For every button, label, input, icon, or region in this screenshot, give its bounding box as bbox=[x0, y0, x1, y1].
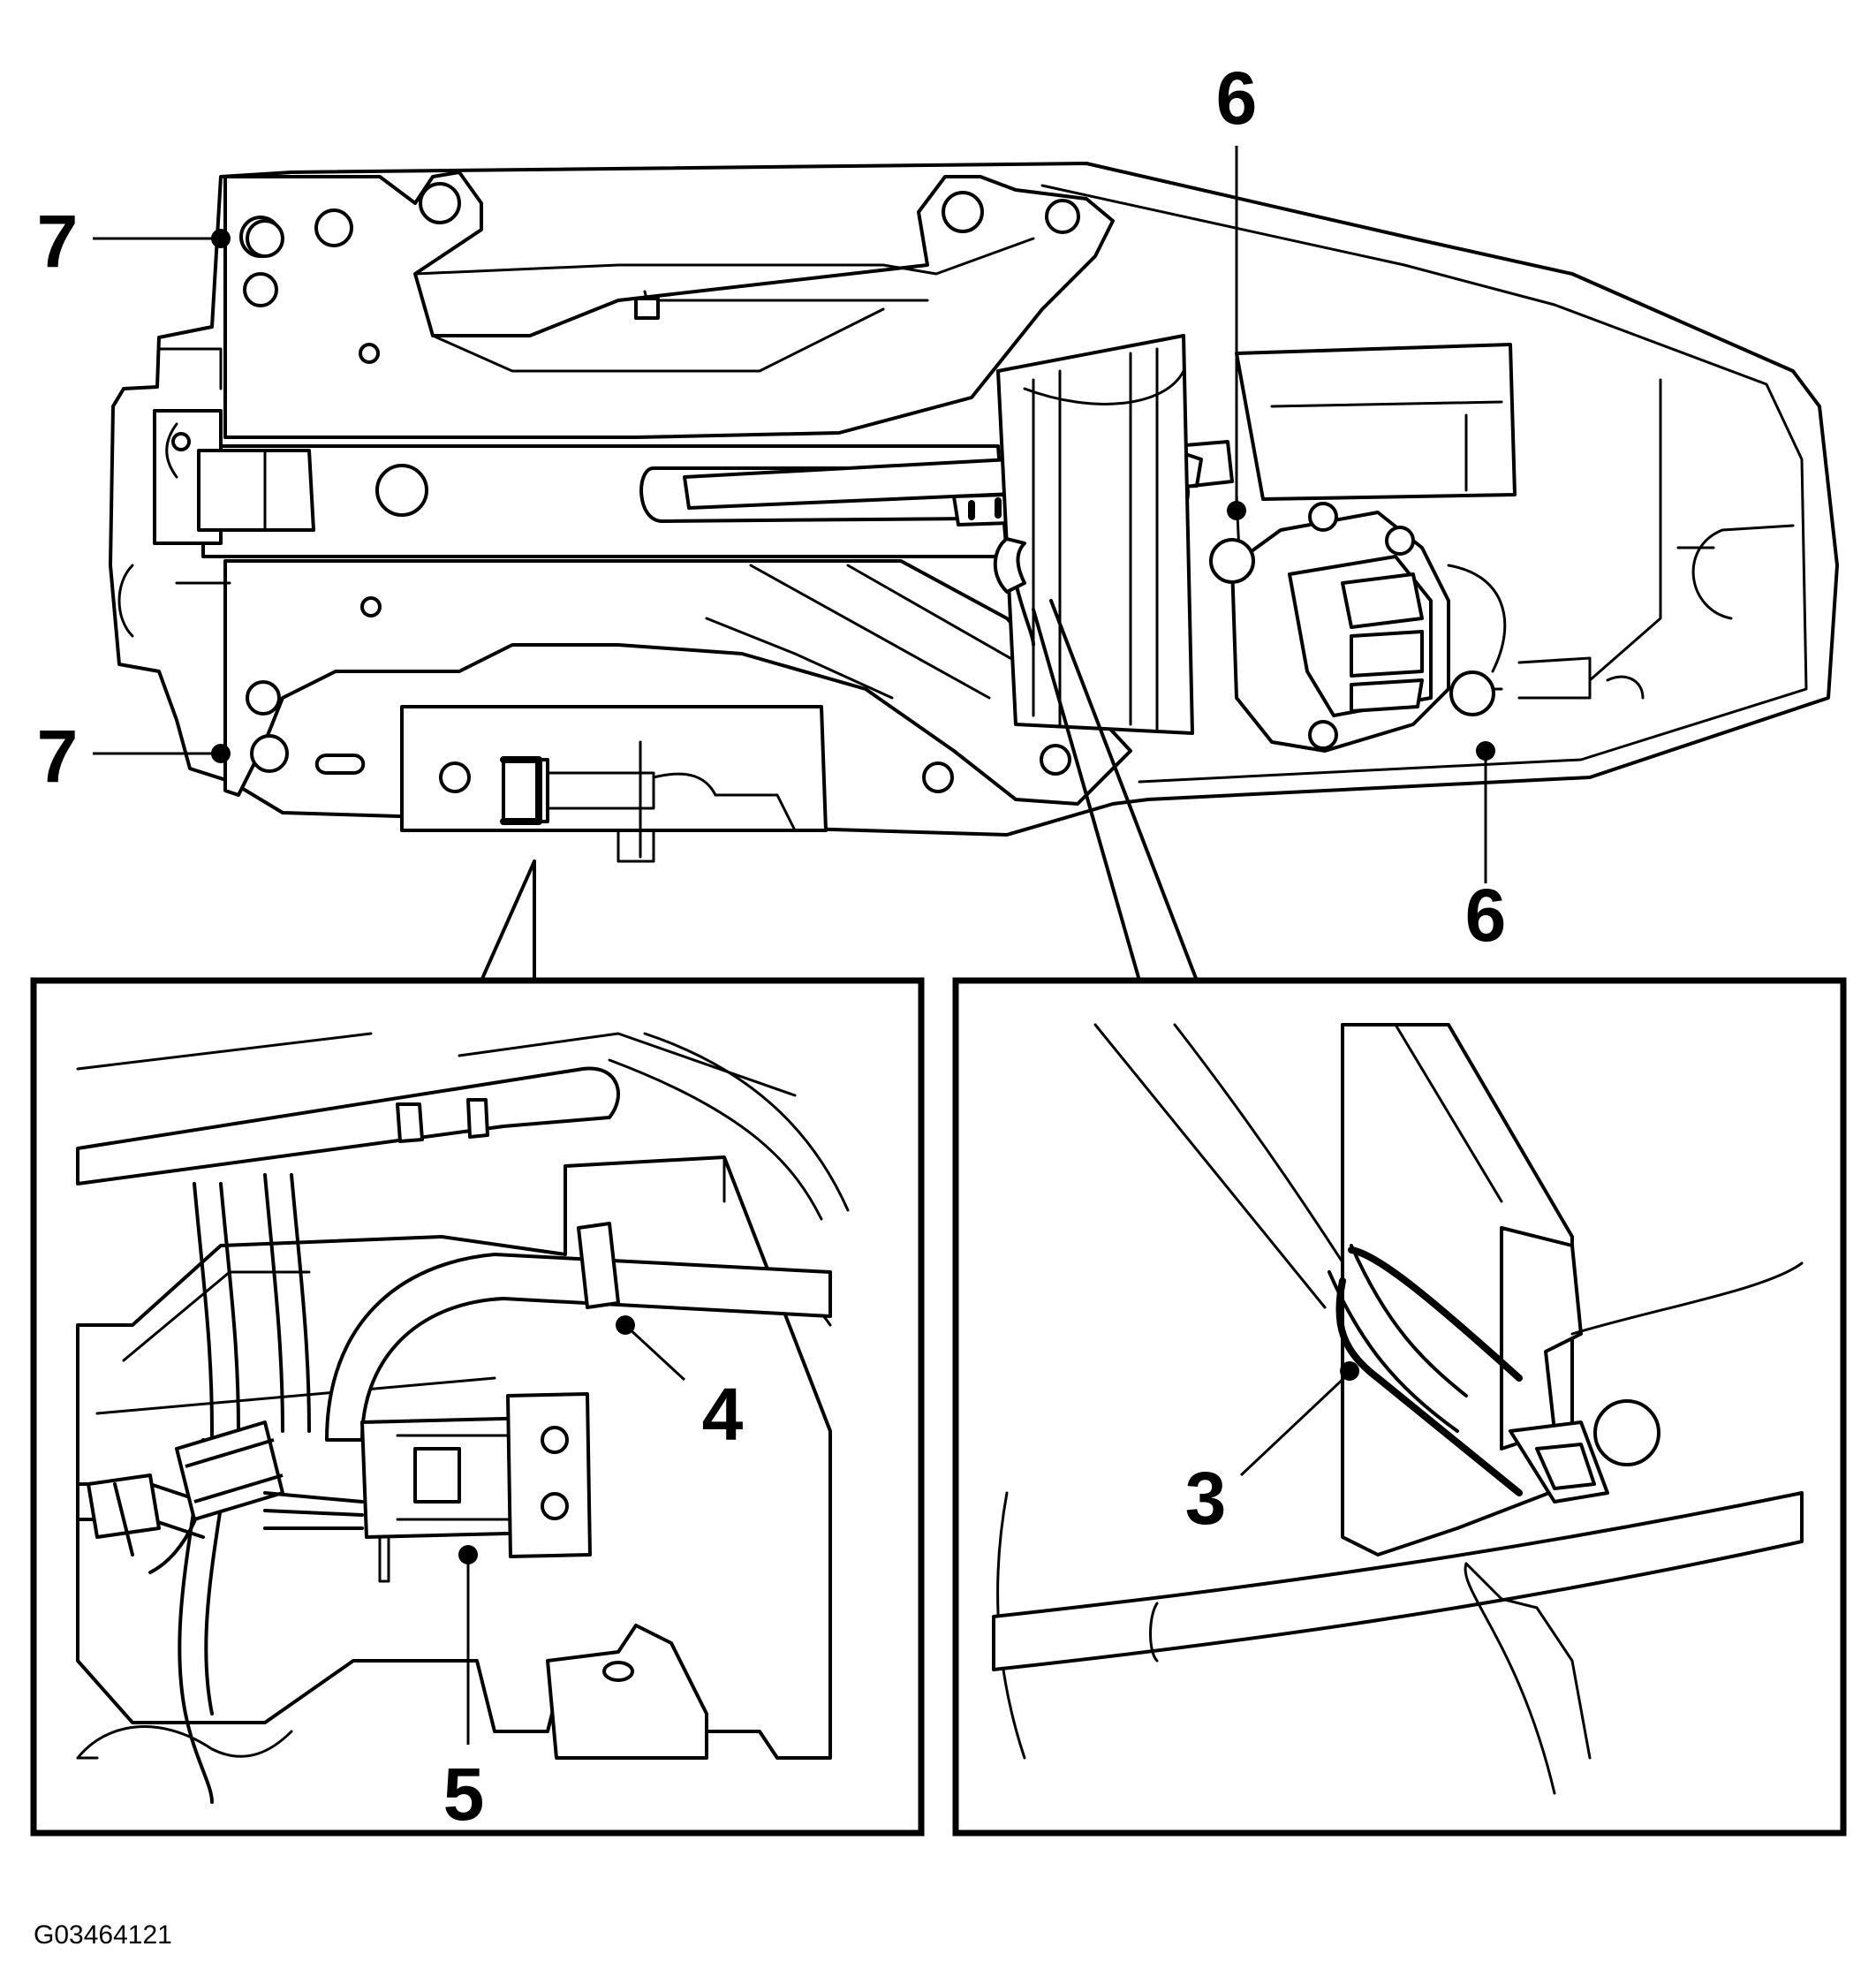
callout-5: 5 bbox=[443, 1753, 485, 1836]
harness-clip-3 bbox=[1335, 1277, 1523, 1496]
clip-4 bbox=[577, 1222, 620, 1309]
callout-7-bottom: 7 bbox=[37, 715, 79, 798]
callout-leaders bbox=[93, 146, 1495, 1745]
left-detail-inset bbox=[30, 977, 925, 1837]
harness-wire bbox=[148, 1182, 214, 1574]
main-assembly bbox=[109, 162, 1839, 982]
callout-7-top: 7 bbox=[37, 200, 79, 283]
housing-connector-block bbox=[996, 334, 1194, 735]
bolt-6-upper bbox=[1209, 538, 1255, 584]
inset-bracket-tab bbox=[1500, 1226, 1583, 1451]
housing-inner-contour bbox=[1040, 184, 1808, 784]
callout-6-top: 6 bbox=[1216, 57, 1258, 140]
housing-outline bbox=[109, 162, 1839, 837]
bolt-7-lower bbox=[250, 734, 289, 773]
right-detail-inset bbox=[952, 977, 1847, 1837]
callout-6-bottom: 6 bbox=[1465, 874, 1507, 957]
upper-mounting-bracket bbox=[223, 170, 1115, 439]
inset-lower-bracket bbox=[546, 1624, 708, 1760]
callout-4: 4 bbox=[702, 1373, 744, 1456]
callout-3: 3 bbox=[1185, 1457, 1227, 1540]
figure-id-label: G03464121 bbox=[34, 1920, 172, 1950]
wire-clip-3-location bbox=[952, 493, 1013, 526]
callout-labels: 7 7 6 6 4 5 3 bbox=[37, 57, 1507, 1836]
cover-strip bbox=[76, 1066, 620, 1185]
bolt-7-upper bbox=[246, 219, 284, 258]
inset-tube bbox=[325, 1253, 832, 1442]
inset-main-tube bbox=[992, 1491, 1804, 1671]
bolt-6-lower bbox=[1449, 670, 1495, 716]
